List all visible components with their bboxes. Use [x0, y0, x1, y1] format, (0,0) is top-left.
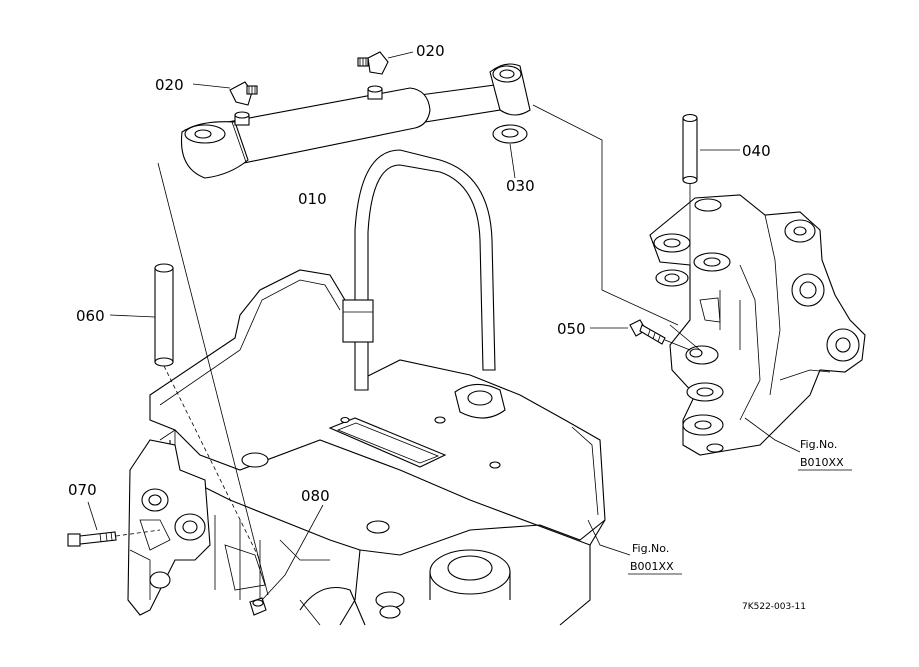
- leader-lines: [87, 51, 801, 601]
- elbow-fitting-right: [357, 51, 389, 75]
- callout-050: 050: [557, 320, 586, 338]
- washer: [492, 124, 528, 144]
- drawing-code: 7K522-003-11: [742, 602, 806, 612]
- callout-020-left: 020: [155, 76, 184, 94]
- handrail: [342, 149, 496, 391]
- pin-040: [682, 113, 698, 185]
- callout-020-right: 020: [416, 42, 445, 60]
- fig-ref-label-b001: Fig.No.: [632, 542, 669, 555]
- pin-060: [154, 263, 174, 367]
- callout-040: 040: [742, 142, 771, 160]
- callout-060: 060: [76, 307, 105, 325]
- bolt-070: [67, 531, 117, 547]
- bolt-050: [629, 319, 666, 345]
- main-frame: [149, 269, 606, 626]
- hydraulic-cylinder: [180, 63, 531, 179]
- fig-ref-code-b001: B001XX: [630, 560, 674, 573]
- callout-070: 070: [68, 481, 97, 499]
- fig-ref-code-b010: B010XX: [800, 456, 844, 469]
- callout-080: 080: [301, 487, 330, 505]
- left-bracket: [127, 429, 211, 616]
- nut-080: [249, 597, 267, 616]
- callout-010: 010: [298, 190, 327, 208]
- swing-bracket: [649, 194, 866, 456]
- assembly-lines: [115, 104, 701, 596]
- elbow-fitting-left: [229, 81, 258, 106]
- callout-030: 030: [506, 177, 535, 195]
- fig-ref-label-b010: Fig.No.: [800, 438, 837, 451]
